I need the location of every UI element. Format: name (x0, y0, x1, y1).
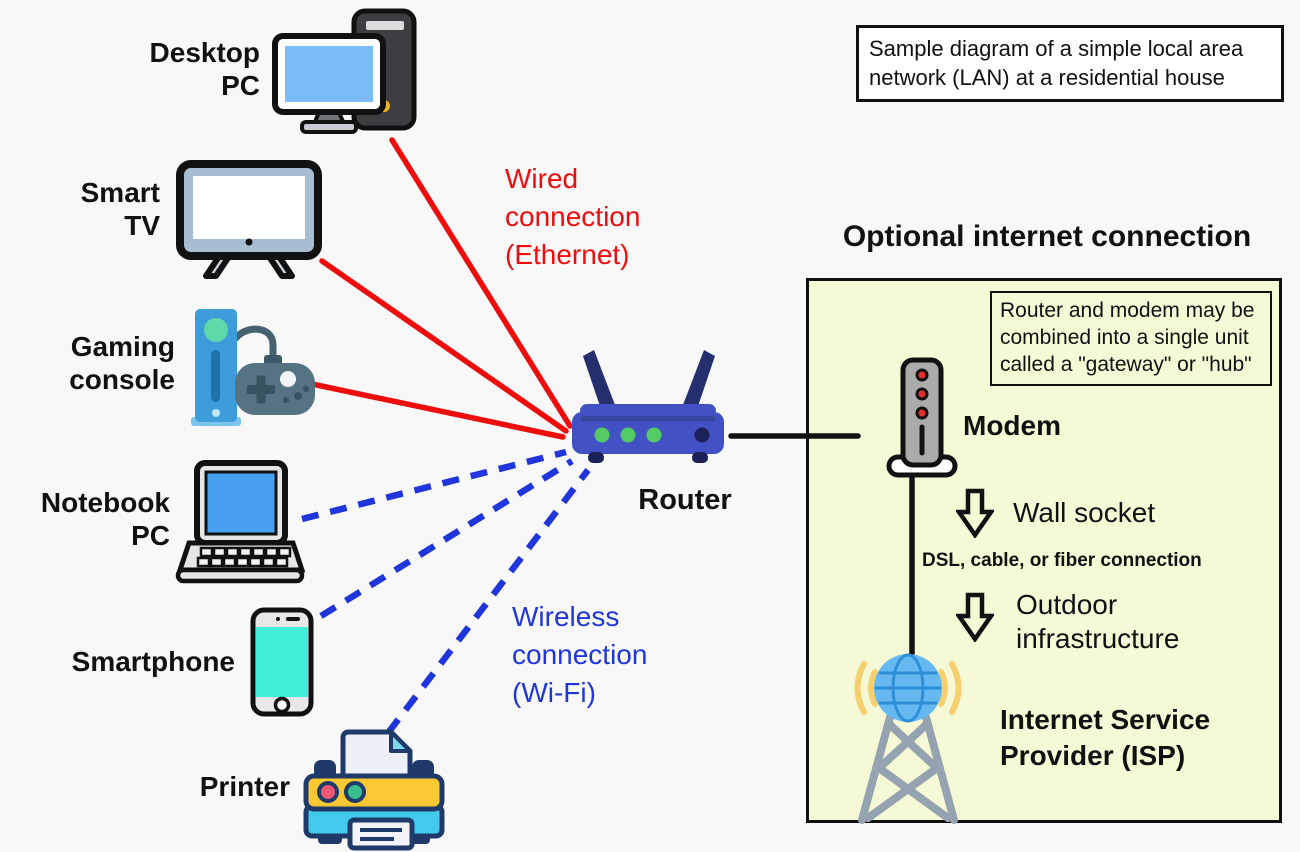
gaming-console-label: Gaming console (69, 331, 175, 396)
caption-box: Sample diagram of a simple local area ne… (856, 25, 1284, 103)
router-label: Router (638, 484, 732, 516)
notebook-pc-label: Notebook PC (40, 487, 170, 552)
smartphone-icon (250, 607, 314, 717)
wireless-line-smartphone (319, 458, 574, 619)
gateway-note-box: Router and modem may be combined into a … (990, 291, 1272, 386)
isp-tower-icon (845, 650, 975, 828)
wired-line-desktop-pc (389, 137, 573, 429)
down-arrow-icon (956, 592, 994, 642)
down-arrow-icon (956, 488, 994, 538)
wireless-line-printer (385, 468, 591, 735)
wireless-connection-label: Wireless connection (Wi-Fi) (512, 601, 648, 709)
gaming-console-icon (185, 305, 315, 430)
router-icon (566, 348, 731, 470)
desktop-pc-label: Desktop PC (149, 37, 260, 102)
wired-connection-label: Wired connection (Ethernet) (505, 163, 641, 271)
optional-panel-title: Optional internet connection (842, 220, 1252, 253)
dsl-cable-fiber-label: DSL, cable, or fiber connection (922, 550, 1202, 571)
wall-socket-label: Wall socket (1013, 497, 1156, 528)
wired-line-gaming-console (309, 381, 566, 440)
printer-icon (298, 726, 450, 852)
smartphone-label: Smartphone (71, 646, 235, 677)
wireless-line-notebook-pc (301, 448, 567, 523)
modem-label: Modem (963, 410, 1061, 441)
desktop-pc-icon (272, 8, 420, 136)
smart-tv-icon (176, 160, 322, 280)
outdoor-infrastructure-label: Outdoor infrastructure (1016, 589, 1180, 655)
modem-icon (878, 357, 966, 479)
isp-label: Internet Service Provider (ISP) (1000, 704, 1211, 771)
smart-tv-label: Smart TV (80, 177, 160, 242)
wired-line-smart-tv (319, 258, 569, 434)
notebook-pc-icon (175, 460, 305, 585)
printer-label: Printer (199, 771, 290, 802)
